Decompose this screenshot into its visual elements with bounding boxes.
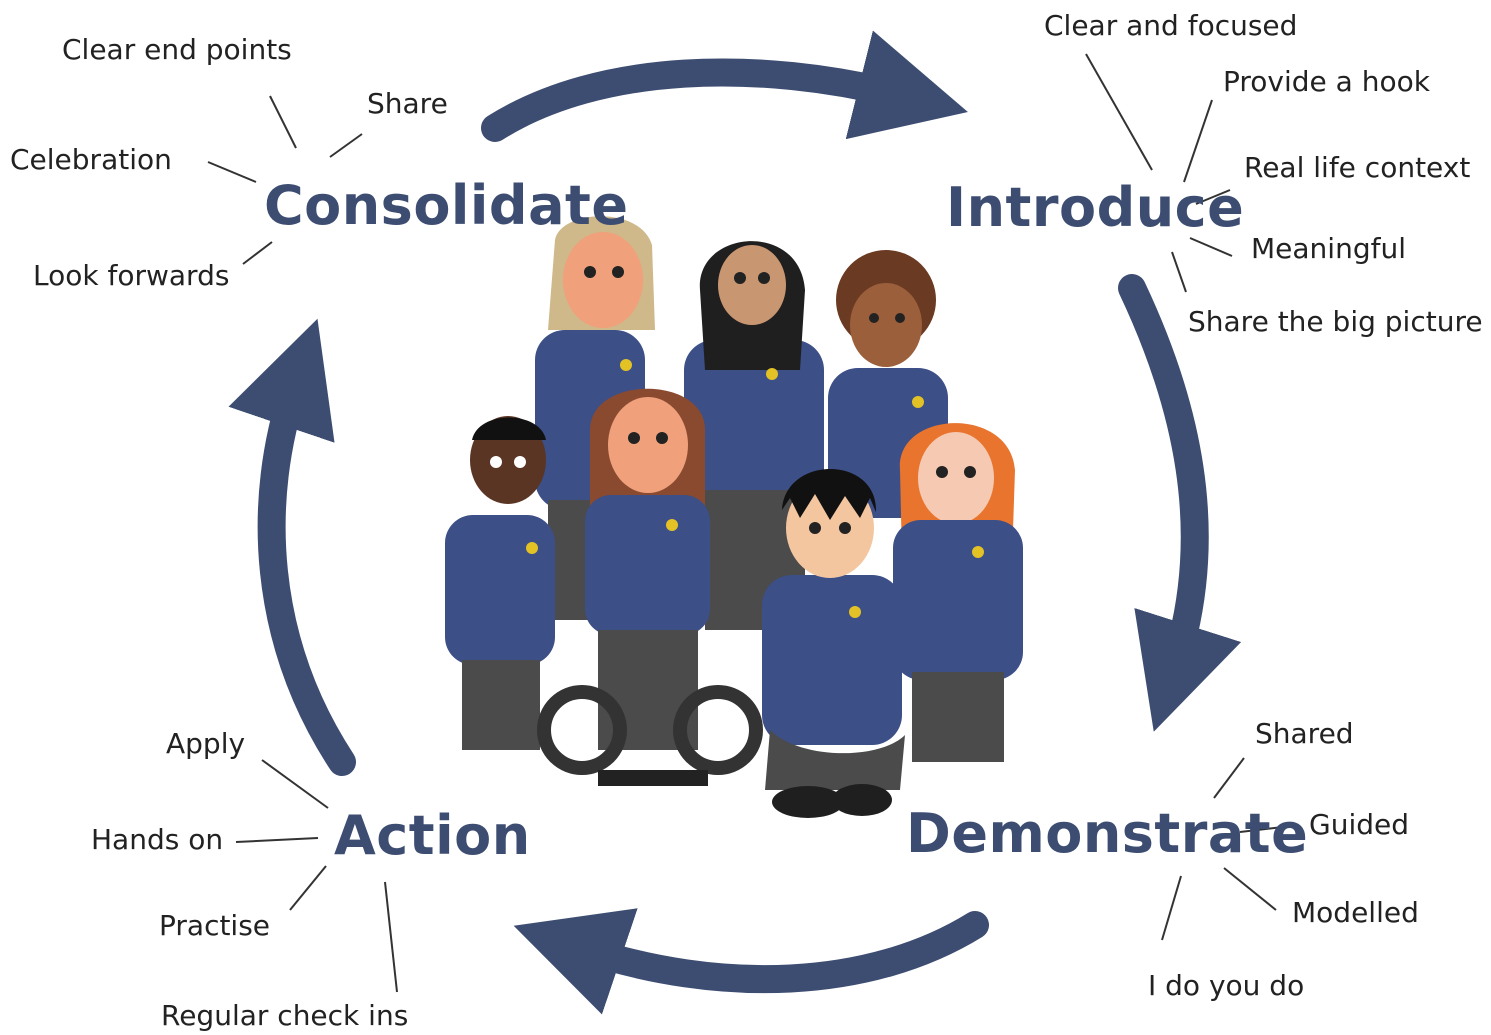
connector-line bbox=[329, 133, 363, 158]
connector-line bbox=[1195, 189, 1231, 205]
pupil-figure bbox=[445, 416, 555, 750]
point-shared: Shared bbox=[1255, 717, 1354, 750]
connector-line bbox=[1239, 825, 1293, 833]
point-hands-on: Hands on bbox=[91, 823, 224, 856]
point-clear-and-focused: Clear and focused bbox=[1044, 9, 1298, 42]
point-celebration: Celebration bbox=[10, 143, 172, 176]
stage-action: Action bbox=[334, 804, 531, 867]
connector-line bbox=[384, 881, 398, 993]
point-share-the-big-picture: Share the big picture bbox=[1188, 305, 1483, 338]
point-i-do-you-do: I do you do bbox=[1148, 969, 1305, 1002]
connector-line bbox=[289, 865, 327, 911]
point-apply: Apply bbox=[166, 727, 246, 760]
point-real-life-context: Real life context bbox=[1244, 151, 1471, 184]
connector-line bbox=[1189, 237, 1233, 257]
connector-line bbox=[242, 241, 273, 265]
stage-introduce: Introduce bbox=[946, 176, 1245, 239]
stage-demonstrate: Demonstrate bbox=[906, 802, 1309, 865]
point-practise: Practise bbox=[159, 909, 271, 942]
pupil-figure bbox=[762, 468, 905, 818]
pupil-figure bbox=[893, 423, 1023, 762]
point-guided: Guided bbox=[1309, 808, 1409, 841]
point-look-forwards: Look forwards bbox=[33, 259, 230, 292]
point-share: Share bbox=[367, 87, 448, 120]
connector-line bbox=[207, 161, 257, 183]
connector-line bbox=[261, 759, 329, 809]
arrow-introduce-to-demonstrate bbox=[1118, 274, 1242, 732]
connector-line bbox=[1161, 875, 1182, 941]
point-modelled: Modelled bbox=[1292, 896, 1419, 929]
arrow-demonstrate-to-action bbox=[513, 908, 989, 1015]
point-regular-check-ins: Regular check ins bbox=[161, 999, 409, 1032]
point-provide-a-hook: Provide a hook bbox=[1223, 65, 1430, 98]
connector-line bbox=[1213, 757, 1245, 799]
connector-line bbox=[1085, 53, 1153, 171]
arrow-consolidate-to-introduce bbox=[481, 30, 968, 142]
stage-consolidate: Consolidate bbox=[264, 174, 629, 237]
arrow-action-to-consolidate bbox=[228, 318, 356, 776]
connector-line bbox=[1171, 251, 1187, 293]
connector-line bbox=[1183, 99, 1213, 183]
connector-line bbox=[235, 837, 319, 843]
point-clear-end-points: Clear end points bbox=[62, 33, 292, 66]
pupil-figure bbox=[537, 388, 763, 786]
connector-line bbox=[1223, 867, 1277, 911]
point-meaningful: Meaningful bbox=[1251, 232, 1406, 265]
connector-line bbox=[269, 95, 297, 149]
children-illustration bbox=[445, 216, 1023, 818]
